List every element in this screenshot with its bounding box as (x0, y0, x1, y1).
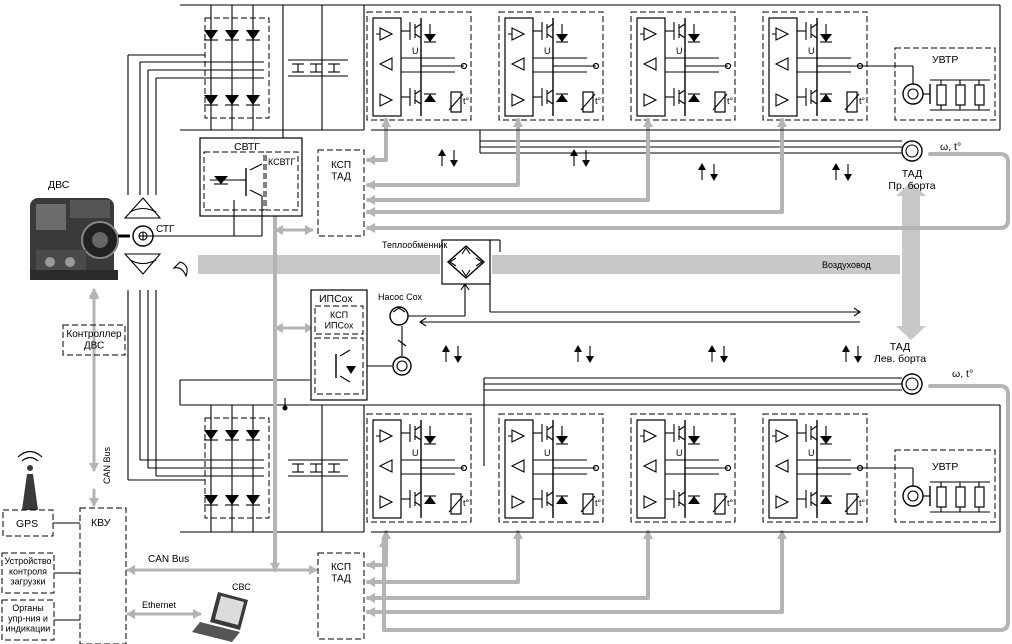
voltage-label: U (412, 46, 419, 56)
ethernet-label: Ethernet (142, 600, 177, 610)
inverter-module-5: U t° (366, 413, 472, 523)
inverter-module-6: U t° (498, 413, 604, 523)
temp-label: t° (463, 498, 470, 508)
heat-exchanger: Теплообменник (382, 239, 501, 285)
air-duct-label: Воздуховод (822, 260, 871, 270)
inverter-module-7: U t° (630, 413, 736, 523)
flow-arrows (438, 149, 862, 363)
engine-dvs[interactable]: ДВС (30, 179, 130, 280)
voltage-label: U (544, 46, 551, 56)
rectifier-bottom (127, 290, 1000, 533)
stg-label: СТГ (156, 224, 175, 235)
rectifier-top (127, 4, 1000, 195)
inverter-module-8: U t° (762, 413, 868, 523)
voltage-label: U (808, 46, 815, 56)
pump-label: Насос Сох (378, 292, 423, 302)
ksvtg-label: КСВТГ (268, 157, 296, 167)
engine-label: ДВС (48, 179, 70, 191)
temp-label: t° (859, 498, 866, 508)
inverter-signal-buses (366, 118, 787, 617)
voltage-label: U (412, 448, 419, 458)
voltage-label: U (808, 448, 815, 458)
svs-label: СВС (232, 582, 251, 592)
inverter-module-3: U t° (630, 11, 736, 121)
dc-capacitors-top (279, 5, 348, 150)
gps-label: GPS (16, 518, 38, 530)
can-bus-horizontal-label: CAN Bus (148, 554, 189, 565)
feedback-bus-left (379, 384, 1010, 632)
can-bus-vertical-label: CAN Bus (102, 446, 112, 484)
gps-block: GPS (2, 450, 80, 537)
heat-exchanger-label: Теплообменник (382, 240, 447, 250)
air-duct (198, 182, 926, 340)
dc-capacitors-bottom (282, 398, 348, 532)
uvtr-top: УВТР (840, 5, 1001, 131)
voltage-label: U (544, 448, 551, 458)
svtg-block: СВТГ КСВТГ (140, 137, 303, 237)
temp-label: t° (859, 96, 866, 106)
uvtr-label-bottom: УВТР (932, 461, 958, 473)
inverter-module-t1: U t° (366, 11, 472, 121)
inverter-module-2: U t° (498, 11, 604, 121)
generator-stg: СТГ (123, 197, 188, 278)
temp-label: t° (727, 96, 734, 106)
temp-label: t° (595, 498, 602, 508)
svtg-label: СВТГ (234, 141, 260, 153)
pump: Насос Сох (378, 276, 861, 376)
voltage-label: U (676, 448, 683, 458)
omega-t-right: ω, t° (940, 141, 961, 153)
uvtr-label-top: УВТР (932, 54, 958, 66)
kvu-label: КВУ (91, 517, 111, 529)
temp-label: t° (595, 96, 602, 106)
omega-t-left: ω, t° (952, 368, 973, 380)
inverter-module-4: U t° (762, 11, 868, 121)
ipsox-label: ИПСох (319, 293, 353, 305)
temp-label: t° (463, 96, 470, 106)
uvtr-bottom: УВТР (840, 405, 1001, 533)
kvu-block: КВУ (79, 507, 127, 644)
inverter-clones: U t° (366, 11, 868, 523)
dc-bus-wiring (363, 5, 840, 533)
voltage-label: U (676, 46, 683, 56)
laptop-svs: СВС (192, 582, 251, 642)
feedback-bus-right (366, 152, 1010, 233)
inverter-row-top: U t° (366, 11, 472, 121)
temp-label: t° (727, 498, 734, 508)
